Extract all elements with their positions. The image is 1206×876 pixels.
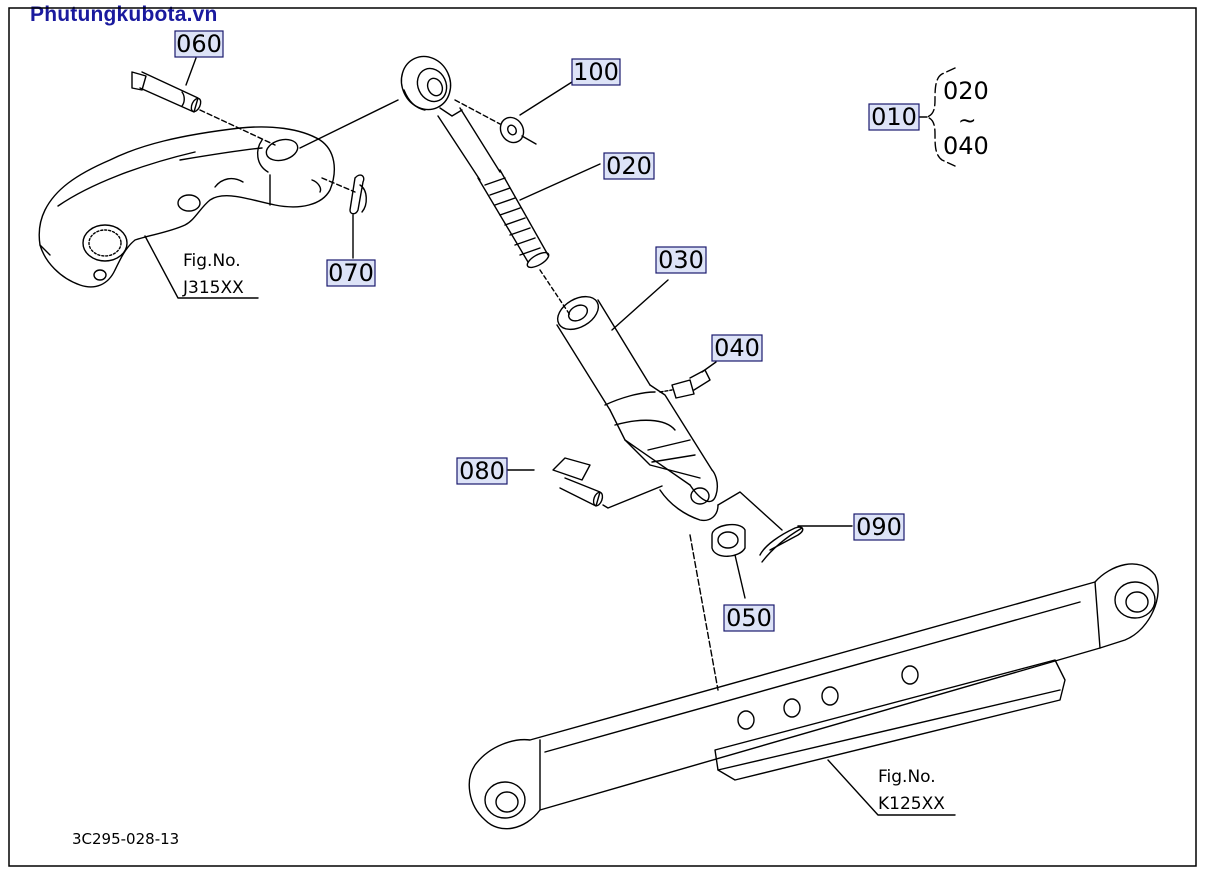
part-range: 020 ~ 040 [943,77,989,160]
figure-ref-j315-prefix: Fig.No. [183,251,241,271]
figure-ref-k125[interactable]: Fig.No. K125XX [878,767,945,814]
lift-arm-drawing [38,126,336,288]
drawing-frame [8,7,1197,867]
pin-080-drawing [507,457,663,509]
part-tag-090-label: 090 [856,513,902,541]
pin-060-drawing [131,57,276,146]
part-tag-080-label: 080 [459,457,505,485]
turnbuckle-030-drawing [556,279,719,522]
part-tag-010[interactable]: 010 [868,103,920,131]
part-tag-020-label: 020 [606,152,652,180]
part-tag-070[interactable]: 070 [326,259,376,287]
part-tag-050[interactable]: 050 [723,604,775,632]
drawing-code: 3C295-028-13 [72,830,179,848]
range-from: 020 [943,77,989,105]
range-to: 040 [943,132,989,160]
part-tag-040-label: 040 [714,334,760,362]
bushing-050-drawing [711,523,746,599]
figure-ref-k125-code: K125XX [878,794,945,814]
range-tilde: ~ [958,109,976,134]
leader-j315 [144,235,259,299]
part-tag-030-label: 030 [658,246,704,274]
grease-nipple-040-drawing [659,361,717,399]
washer-100-drawing [454,81,573,145]
lower-link-drawing [468,563,1159,830]
part-tag-060-label: 060 [176,30,222,58]
figure-ref-k125-prefix: Fig.No. [878,767,936,787]
part-tag-040[interactable]: 040 [711,334,763,362]
upper-rod-020-drawing [400,55,601,316]
part-tag-010-label: 010 [871,103,917,131]
part-tag-020[interactable]: 020 [603,152,655,180]
spring-pin-090-drawing [717,491,853,563]
part-tag-100-label: 100 [573,58,619,86]
linch-pin-070-drawing [321,174,367,259]
part-tag-050-label: 050 [726,604,772,632]
part-tag-060[interactable]: 060 [174,30,224,58]
figure-ref-j315[interactable]: Fig.No. J315XX [182,251,244,298]
part-tag-080[interactable]: 080 [456,457,508,485]
figure-ref-j315-code: J315XX [182,278,244,298]
part-tag-100[interactable]: 100 [571,58,621,86]
part-tag-030[interactable]: 030 [655,246,707,274]
part-tag-070-label: 070 [328,259,374,287]
part-tag-090[interactable]: 090 [853,513,905,541]
